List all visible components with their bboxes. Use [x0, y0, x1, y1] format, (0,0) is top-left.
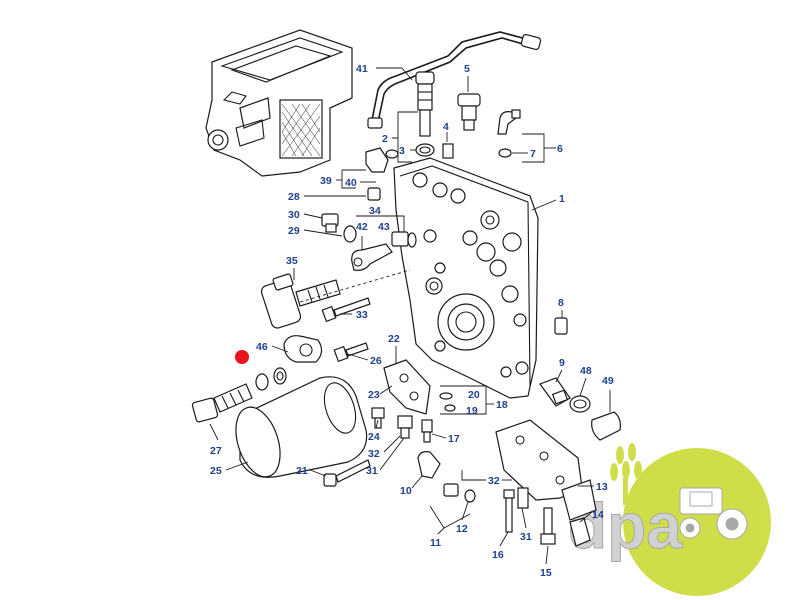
callout-7: 7	[530, 148, 536, 160]
clamp-48	[569, 395, 591, 413]
valve-2	[415, 71, 435, 137]
callout-23: 23	[368, 389, 380, 401]
callout-2: 2	[382, 133, 388, 145]
bolt-31-right	[517, 487, 529, 509]
solenoid-35	[260, 269, 411, 329]
callout-32-right: 32	[488, 475, 500, 487]
seal-7	[498, 148, 512, 158]
bolt-17	[421, 419, 433, 443]
valve-body-1	[393, 157, 539, 399]
fitting-12	[443, 483, 476, 503]
tractor-icon	[679, 487, 748, 540]
callout-16: 16	[492, 549, 504, 561]
plug-5	[457, 93, 481, 131]
banjo-46	[283, 335, 323, 363]
transmission-housing	[205, 29, 353, 177]
elbow-6	[497, 109, 521, 135]
callout-6: 6	[557, 143, 563, 155]
callout-26: 26	[370, 355, 382, 367]
callout-42: 42	[356, 221, 368, 233]
callout-39: 39	[320, 175, 332, 187]
elbow-10	[417, 451, 441, 479]
bolt-24	[371, 407, 385, 429]
bolt-32-31	[397, 415, 413, 439]
plug-28	[367, 187, 381, 201]
callout-31-right: 31	[520, 531, 532, 543]
filter-25	[235, 376, 368, 478]
callout-46: 46	[256, 341, 268, 353]
callout-49: 49	[602, 375, 614, 387]
washer-29	[343, 225, 357, 243]
callout-33: 33	[356, 309, 368, 321]
dpa-logo-watermark: dpa	[568, 443, 771, 596]
bolt-26	[333, 342, 369, 363]
cap-49	[591, 411, 621, 441]
callout-21: 21	[296, 465, 308, 477]
callout-40: 40	[345, 177, 357, 189]
wheat-icon	[610, 443, 642, 505]
callout-29: 29	[288, 225, 300, 237]
fitting-34-43	[391, 231, 417, 248]
bolt-21	[323, 459, 371, 487]
callout-5: 5	[464, 63, 470, 75]
callout-4: 4	[443, 121, 449, 133]
bracket-22	[383, 359, 431, 415]
oring-3	[415, 143, 435, 157]
callout-28: 28	[288, 191, 300, 203]
callout-3: 3	[399, 145, 405, 157]
plug-30	[321, 213, 339, 233]
switch-9	[539, 377, 571, 407]
callout-labels: 41 5 2 4 3 6 7 39 40 1 28 34 30 29 42 43…	[210, 63, 614, 579]
banjo-42	[351, 243, 393, 271]
callout-11: 11	[430, 537, 441, 549]
callout-43: 43	[378, 221, 390, 233]
callout-31-left: 31	[366, 465, 378, 477]
plug-4	[442, 143, 454, 159]
callout-17: 17	[448, 433, 460, 445]
callout-25: 25	[210, 465, 222, 477]
callout-32-left: 32	[368, 448, 380, 460]
callout-41: 41	[356, 63, 368, 75]
leader-lines	[209, 67, 611, 565]
callout-27: 27	[210, 445, 222, 457]
pipe-41	[367, 31, 542, 129]
highlight-marker	[235, 350, 249, 364]
callout-9: 9	[559, 357, 565, 369]
callout-14: 14	[592, 509, 604, 521]
callout-12: 12	[456, 523, 468, 535]
bolt-33	[321, 297, 371, 323]
callout-48: 48	[580, 365, 592, 377]
plug-8	[554, 317, 568, 335]
callout-22: 22	[388, 333, 400, 345]
callout-13: 13	[596, 481, 608, 493]
callout-30: 30	[288, 209, 300, 221]
callout-20: 20	[468, 389, 480, 401]
adapter-27	[191, 383, 253, 423]
elbow-39-40	[365, 147, 399, 173]
washers-46	[255, 367, 287, 391]
callout-10: 10	[400, 485, 412, 497]
callout-19: 19	[466, 405, 478, 417]
washers-20-19	[439, 392, 456, 412]
callout-35: 35	[286, 255, 298, 267]
callout-18: 18	[496, 399, 508, 411]
callout-1: 1	[559, 193, 565, 205]
callout-34: 34	[369, 205, 381, 217]
callout-15: 15	[540, 567, 552, 579]
bolt-15	[540, 507, 556, 545]
callout-8: 8	[558, 297, 564, 309]
callout-24: 24	[368, 431, 380, 443]
bolt-16	[503, 489, 515, 533]
valve-block-13-14	[495, 419, 597, 547]
